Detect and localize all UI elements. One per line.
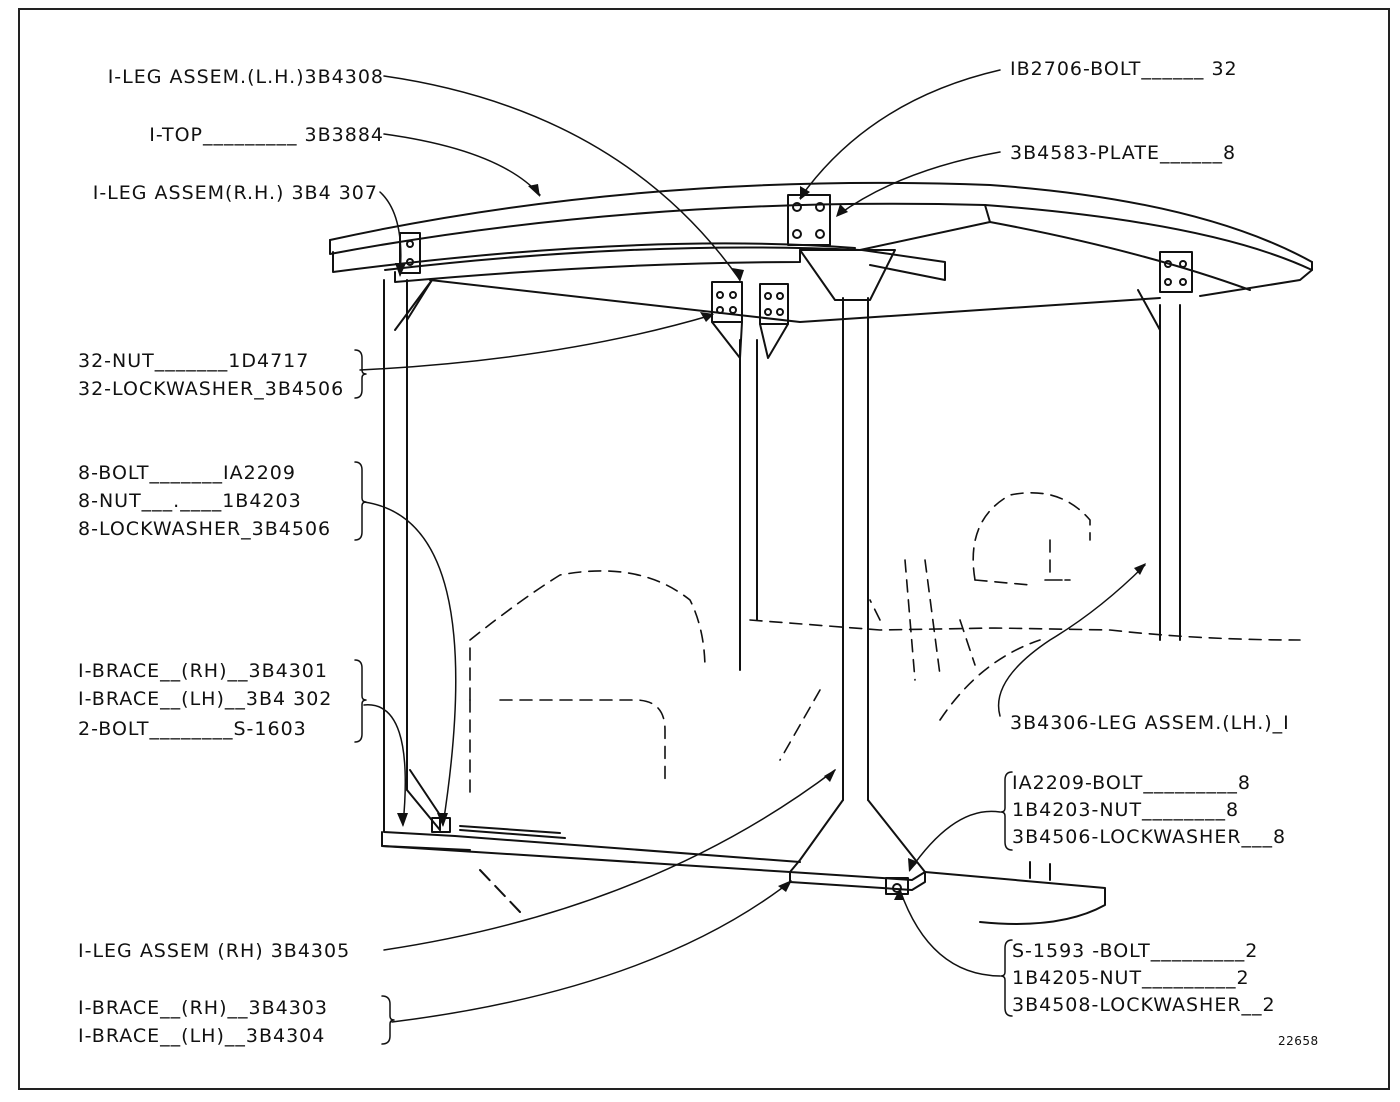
front-left-leg	[383, 279, 433, 791]
corner-plate-left	[399, 232, 421, 274]
arrowheads	[395, 184, 1146, 900]
right-leg	[1137, 289, 1181, 641]
callout-leg-lh-top: I-LEG ASSEM.(L.H.)3B4308	[107, 66, 384, 88]
callout-brace-lh: I-BRACE__(LH)__3B4 302	[78, 688, 333, 710]
center-leg-base	[789, 799, 926, 895]
vehicle-outline	[469, 492, 1301, 801]
leader-lines	[359, 69, 1146, 1023]
callout-leg-lh-right: 3B4306-LEG ASSEM.(LH.)_I	[1010, 712, 1290, 734]
center-gusset	[799, 249, 896, 301]
rear-brackets	[711, 281, 789, 359]
callout-leg-rh-top: I-LEG ASSEM(R.H.) 3B4 307	[92, 182, 378, 204]
callout-bolt-s1593: S-1593 -BOLT_________2	[1012, 940, 1259, 962]
callout-bolt-top-right: IB2706-BOLT______ 32	[1010, 58, 1238, 80]
callout-nut-right: 1B4203-NUT________8	[1012, 799, 1240, 821]
callout-lockwasher-8: 8-LOCKWASHER_3B4506	[78, 518, 332, 540]
callout-nut-8: 8-NUT___.____1B4203	[78, 490, 302, 512]
callout-bolt-right: IA2209-BOLT_________8	[1012, 772, 1251, 794]
callout-brace-lh-bottom: I-BRACE__(LH)__3B4304	[78, 1025, 326, 1047]
callout-top: I-TOP_________ 3B3884	[149, 124, 384, 146]
callout-nut: 32-NUT_______1D4717	[78, 350, 310, 372]
callout-bolt-2: 2-BOLT________S-1603	[78, 718, 307, 740]
callout-braces	[354, 349, 1013, 1045]
callout-lockwasher-right: 3B4506-LOCKWASHER___8	[1012, 826, 1287, 848]
callout-leg-rh-bottom: I-LEG ASSEM (RH) 3B4305	[78, 940, 351, 962]
callout-lockwasher-3b4508: 3B4508-LOCKWASHER__2	[1012, 994, 1276, 1016]
corner-plate-right	[1159, 251, 1193, 293]
callout-brace-rh: I-BRACE__(RH)__3B4301	[78, 660, 328, 682]
rear-left-leg	[739, 339, 758, 671]
callout-plate: 3B4583-PLATE______8	[1010, 142, 1237, 164]
callout-lockwasher: 32-LOCKWASHER_3B4506	[78, 378, 345, 400]
callout-bolt-8: 8-BOLT_______IA2209	[78, 462, 296, 484]
drawing-border	[18, 8, 1390, 1090]
figure-number: 22658	[1278, 1034, 1319, 1048]
callout-nut-1b4205: 1B4205-NUT_________2	[1012, 967, 1250, 989]
center-leg	[842, 297, 869, 801]
callout-brace-rh-bottom: I-BRACE__(RH)__3B4303	[78, 997, 328, 1019]
floor-platform	[381, 825, 1106, 925]
top-plate	[787, 194, 831, 246]
